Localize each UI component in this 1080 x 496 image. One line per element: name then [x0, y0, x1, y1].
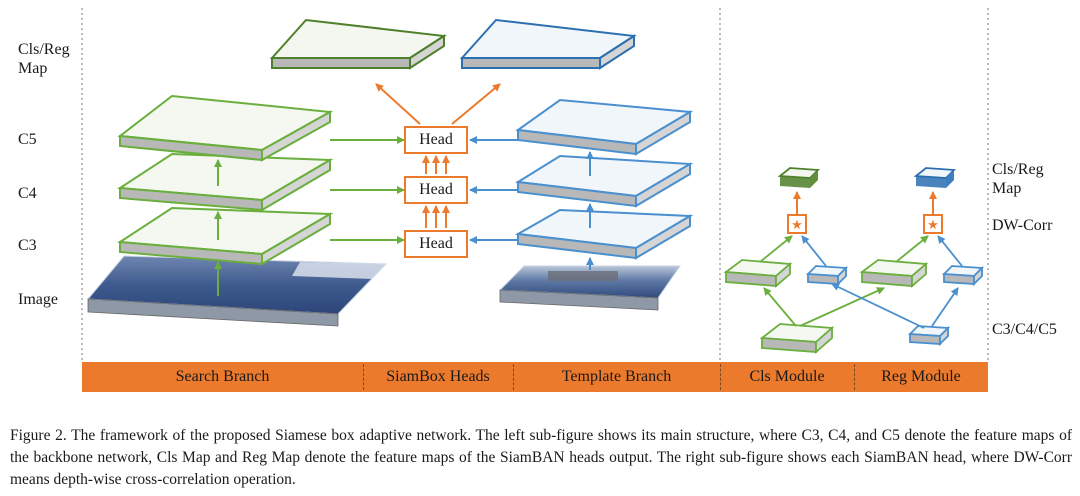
backbone-search-to-cls [763, 287, 797, 327]
cls-template-to-corr [801, 235, 827, 267]
left-map-label: Cls/Reg Map [18, 41, 70, 77]
reg-search-feature [859, 259, 929, 288]
dwcorr-label: DW-Corr [992, 217, 1053, 234]
framework-diagram: ★ ★ [18, 8, 1057, 392]
reg-dwcorr-box [923, 214, 943, 234]
cls-dwcorr-box [787, 214, 807, 234]
footer-search-branch: Search Branch [175, 368, 270, 385]
c4-label: C4 [18, 185, 37, 202]
head-c3: Head [404, 230, 468, 258]
reg-map-output [459, 18, 637, 70]
head-to-reg-map [451, 83, 501, 125]
backbone-template-feature [907, 325, 951, 347]
reg-small-map [913, 167, 957, 188]
cls-search-feature [723, 259, 793, 288]
c5-label: C5 [18, 131, 37, 148]
footer-reg-module: Reg Module [881, 368, 961, 385]
backbone-template-to-cls [831, 283, 925, 329]
backbone-search-feature [759, 323, 835, 354]
head-to-cls-map [375, 83, 421, 125]
c345-label: C3/C4/C5 [992, 321, 1057, 338]
footer-divider [363, 364, 364, 390]
template-c5-layer [515, 98, 694, 156]
head-c5: Head [404, 126, 468, 154]
reg-search-to-corr [895, 235, 929, 263]
footer-divider [513, 364, 514, 390]
footer-divider [854, 364, 855, 390]
reg-template-feature [941, 265, 985, 287]
footer-cls-module: Cls Module [749, 368, 825, 385]
star-icon: ★ [927, 218, 939, 233]
cls-template-feature [805, 265, 849, 287]
head-c4: Head [404, 176, 468, 204]
search-c4-layer [117, 152, 334, 212]
cls-search-to-corr [759, 235, 793, 263]
search-c5-layer [117, 94, 334, 162]
search-c3-layer [117, 206, 334, 266]
backbone-template-to-reg [931, 287, 959, 327]
footer-divider [720, 364, 721, 390]
template-c4-layer [515, 154, 694, 208]
figure-caption: Figure 2. The framework of the proposed … [10, 427, 1072, 488]
image-label: Image [18, 291, 58, 308]
backbone-search-to-reg [799, 287, 885, 327]
footer-template-branch: Template Branch [561, 368, 672, 385]
reg-template-to-corr [937, 235, 963, 267]
template-c3-layer [514, 208, 694, 260]
cls-map-output [269, 18, 447, 70]
cls-small-map [777, 167, 821, 188]
c3-label: C3 [18, 237, 37, 254]
search-image [86, 255, 388, 327]
right-map-label: Cls/Reg Map [992, 161, 1044, 197]
template-image [498, 265, 681, 311]
diagram-canvas: ★ ★ [81, 8, 989, 362]
section-footer-bar: Search Branch SiamBox Heads Template Bra… [82, 362, 988, 392]
star-icon: ★ [791, 218, 803, 233]
footer-siambox-heads: SiamBox Heads [386, 368, 490, 385]
